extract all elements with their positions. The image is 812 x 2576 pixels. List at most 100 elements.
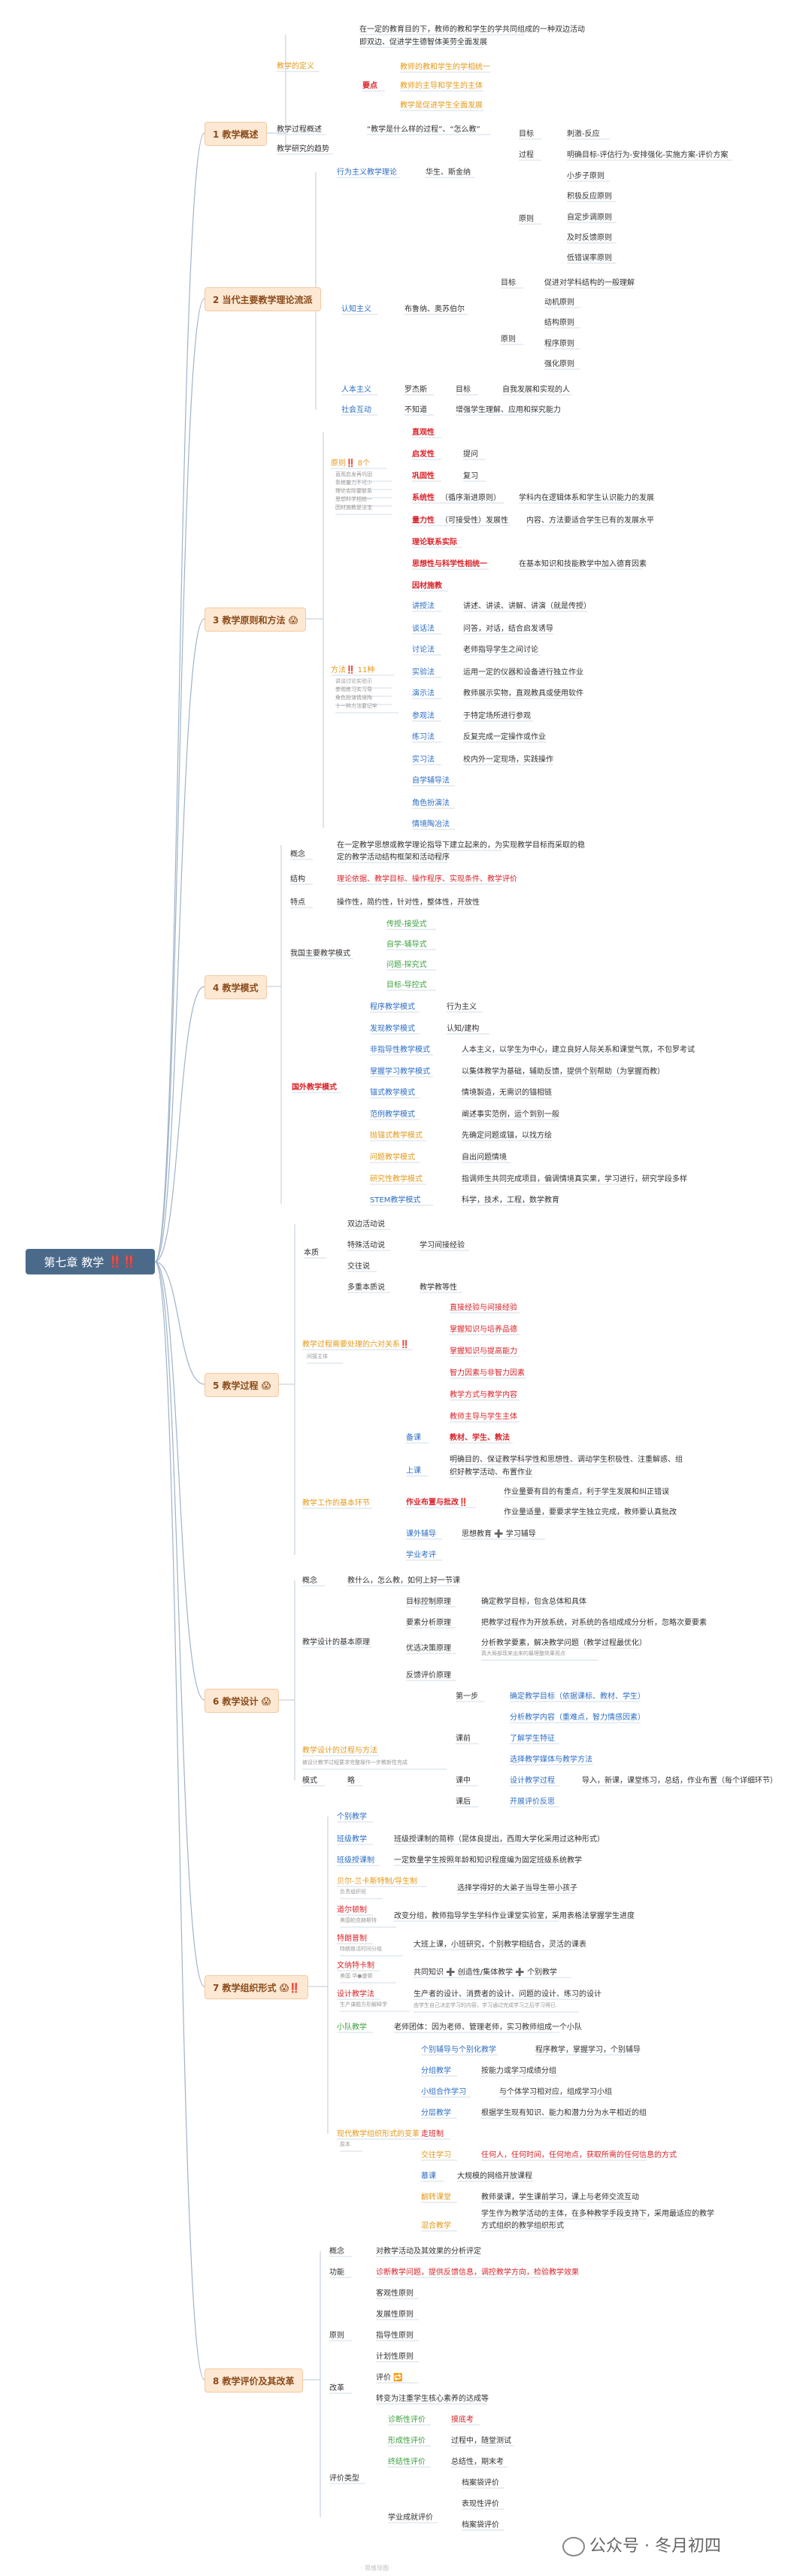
chapter-2-node[interactable]: 2 当代主要教学理论流派 (205, 287, 321, 311)
node-n195[interactable]: 分组教学 (421, 2067, 451, 2075)
node-n199[interactable]: 分层教学 (421, 2109, 451, 2117)
node-n132[interactable]: 教学工作的基本环节 (302, 1499, 370, 1508)
node-n136[interactable]: 明确目的、保证教学科学性和思想性、调动学生积极性、注重解惑、组 (450, 1456, 683, 1464)
node-n235[interactable]: 档案袋评价 (462, 2521, 499, 2529)
node-n11[interactable]: 行为主义教学理论 (337, 168, 397, 177)
node-n137[interactable]: 织好教学活动、布置作业 (450, 1468, 532, 1477)
node-n127[interactable]: 掌握知识与培养品德 (450, 1326, 517, 1334)
chapter-4-node[interactable]: 4 教学模式 (205, 975, 267, 999)
node-n89[interactable]: 特点 (290, 899, 305, 907)
node-n157[interactable]: 第一步 (456, 1693, 478, 1701)
node-n71[interactable]: 于特定场所进行参观 (463, 712, 531, 720)
node-n16[interactable]: 明确目标-评估行为-安排强化-实施方案-评价方案 (567, 151, 729, 159)
node-n208[interactable]: 翻转课堂 (421, 2193, 451, 2202)
node-n122[interactable]: 多重本质说 (347, 1283, 385, 1292)
node-n45[interactable]: （循序渐进原则） (441, 494, 501, 502)
node-n170[interactable]: 个别教学 (337, 1813, 367, 1821)
node-n160[interactable]: 分析教学内容（重难点，智力情感因素） (510, 1714, 645, 1722)
node-n152[interactable]: 分析教学要素，解决教学问题（教学过程最优化） (481, 1639, 647, 1647)
node-n140[interactable]: 作业量适量，要要求学生独立完成，教师要认真批改 (504, 1508, 677, 1517)
node-n34[interactable]: 目标 (456, 386, 471, 394)
node-n20[interactable]: 自定步调原则 (567, 214, 612, 222)
node-n106[interactable]: 情境製造，无需识的锚相链 (462, 1089, 552, 1097)
node-n94[interactable]: 问题-探究式 (386, 961, 427, 969)
node-n176[interactable]: 负责组织班 (340, 1889, 366, 1895)
node-n61[interactable]: 讲述、讲读、讲解、讲演（就是传授） (463, 602, 591, 611)
node-n133[interactable]: 备课 (406, 1434, 421, 1442)
node-n113[interactable]: 研究性教学模式 (370, 1175, 423, 1183)
node-n216[interactable]: 诊断教学问题，提供反馈信息，调控教学方向，检验教学效果 (376, 2268, 579, 2277)
node-n128[interactable]: 掌握知识与提高能力 (450, 1347, 517, 1356)
node-n18[interactable]: 小步子原则 (567, 172, 604, 180)
node-n67[interactable]: 运用一定的仪器和设备进行独立作业 (463, 668, 583, 677)
node-n92[interactable]: 传授-接受式 (386, 920, 427, 929)
node-n134[interactable]: 教材、学生、教法 (450, 1434, 510, 1442)
node-n74[interactable]: 实习法 (412, 756, 435, 764)
node-n24[interactable]: 布鲁纳、奥苏伯尔 (404, 305, 465, 314)
node-n171[interactable]: 班级教学 (337, 1835, 367, 1844)
node-n90[interactable]: 操作性，简约性，针对性，整体性，开放性 (337, 899, 480, 907)
node-n227[interactable]: 摸底考 (451, 2416, 474, 2424)
node-n99[interactable]: 发现教学模式 (370, 1025, 415, 1033)
node-n141[interactable]: 课外辅导 (406, 1530, 436, 1538)
node-n56[interactable]: 系统量力不可少 (335, 480, 372, 486)
node-n138[interactable]: 作业布置与批改‼️ (406, 1499, 468, 1507)
node-n95[interactable]: 目标-导控式 (386, 981, 427, 989)
node-n38[interactable]: 增强学生理解、应用和探究能力 (456, 406, 561, 414)
node-n108[interactable]: 阐述事实范例，运个到别一般 (462, 1111, 559, 1119)
node-n221[interactable]: 计划性原则 (376, 2353, 414, 2361)
node-n35[interactable]: 自我发展和实现的人 (502, 386, 570, 394)
node-n2[interactable]: 即双边、促进学生德智体美劳全面发展 (359, 38, 487, 47)
node-n181[interactable]: 特朗普制 (337, 1935, 367, 1943)
node-n183[interactable]: 大班上课，小班研究，个别教学相结合，灵活的课表 (414, 1941, 586, 1949)
node-n190[interactable]: 由学生自己决定学习的内容，学习通过完成学习之后学习得已 (414, 2002, 556, 2008)
node-n114[interactable]: 指调师生共同完成项目，偏调情境真实果，学习进行，研究学段多样 (462, 1175, 687, 1183)
node-n25[interactable]: 目标 (501, 279, 516, 287)
node-n69[interactable]: 教师展示实物，直观教具或使用软件 (463, 689, 583, 698)
node-n223[interactable]: 评价 🔁 (376, 2374, 403, 2382)
node-n44[interactable]: 系统性 (412, 494, 435, 502)
node-n109[interactable]: 抛锚式教学模式 (370, 1132, 423, 1140)
node-n23[interactable]: 认知主义 (341, 305, 371, 314)
node-n112[interactable]: 自出问题情境 (462, 1153, 507, 1162)
node-n87[interactable]: 结构 (290, 875, 305, 883)
node-n105[interactable]: 锚式教学模式 (370, 1089, 415, 1097)
node-n103[interactable]: 掌握学习教学模式 (370, 1068, 430, 1076)
node-n205[interactable]: 任何人，任何时间，任何地点，获取所需的任何信息的方式 (481, 2151, 677, 2159)
node-n27[interactable]: 原则 (501, 335, 516, 344)
node-n218[interactable]: 客观性原则 (376, 2290, 414, 2298)
node-n62[interactable]: 谈话法 (412, 625, 435, 633)
node-n177[interactable]: 选择学得好的大弟子当导生带小孩子 (457, 1884, 577, 1893)
node-n200[interactable]: 根据学生现有知识、能力和潜力分为水平相近的组 (481, 2109, 647, 2117)
node-n118[interactable]: 双边活动说 (347, 1220, 385, 1229)
node-n7[interactable]: 教学是促进学生全面发展 (400, 102, 483, 110)
node-n226[interactable]: 诊断性评价 (388, 2416, 426, 2424)
node-n57[interactable]: 理论实际要联系 (335, 488, 372, 494)
node-n17[interactable]: 原则 (519, 215, 534, 223)
node-n40[interactable]: 启发性 (412, 450, 435, 459)
node-n172[interactable]: 班级授课制的简称（昆体良提出，西周大学化采用过这种形式） (394, 1835, 604, 1844)
node-n173[interactable]: 班级授课制 (337, 1856, 374, 1865)
node-n149[interactable]: 要素分析原理 (406, 1619, 451, 1627)
node-n36[interactable]: 社会互动 (341, 406, 371, 414)
node-n43[interactable]: 复习 (463, 472, 478, 480)
node-n58[interactable]: 思想科学相统一 (335, 496, 372, 502)
node-n222[interactable]: 改革 (329, 2384, 344, 2393)
node-n179[interactable]: 美国帕克赫斯特 (340, 1917, 377, 1923)
node-n15[interactable]: 过程 (519, 151, 534, 159)
node-n81[interactable]: 参观练习实习导 (335, 686, 372, 692)
chapter-3-node[interactable]: 3 教学原则和方法 😱 (205, 608, 307, 632)
node-n207[interactable]: 大规模的网络开放课程 (457, 2172, 532, 2181)
node-n52[interactable]: 在基本知识和技能教学中加入德育因素 (519, 560, 647, 568)
chapter-6-node[interactable]: 6 教学设计 😱 (205, 1689, 280, 1713)
node-n104[interactable]: 以集体教学为基础，辅助反馈，提供个别帮助（为掌握而教） (462, 1068, 665, 1076)
node-n178[interactable]: 道尔顿制 (337, 1906, 367, 1914)
node-n21[interactable]: 及时反馈原则 (567, 234, 612, 242)
node-n166[interactable]: 课后 (456, 1798, 471, 1806)
node-n185[interactable]: 美国 华●盛顿 (340, 1973, 373, 1979)
node-n151[interactable]: 优选决策原理 (406, 1644, 451, 1653)
node-n26[interactable]: 促进对学科结构的一般理解 (544, 279, 635, 287)
node-n197[interactable]: 小组合作学习 (421, 2088, 466, 2096)
node-n211[interactable]: 混合教学 (421, 2222, 451, 2230)
node-n93[interactable]: 自学-辅导式 (386, 941, 427, 949)
